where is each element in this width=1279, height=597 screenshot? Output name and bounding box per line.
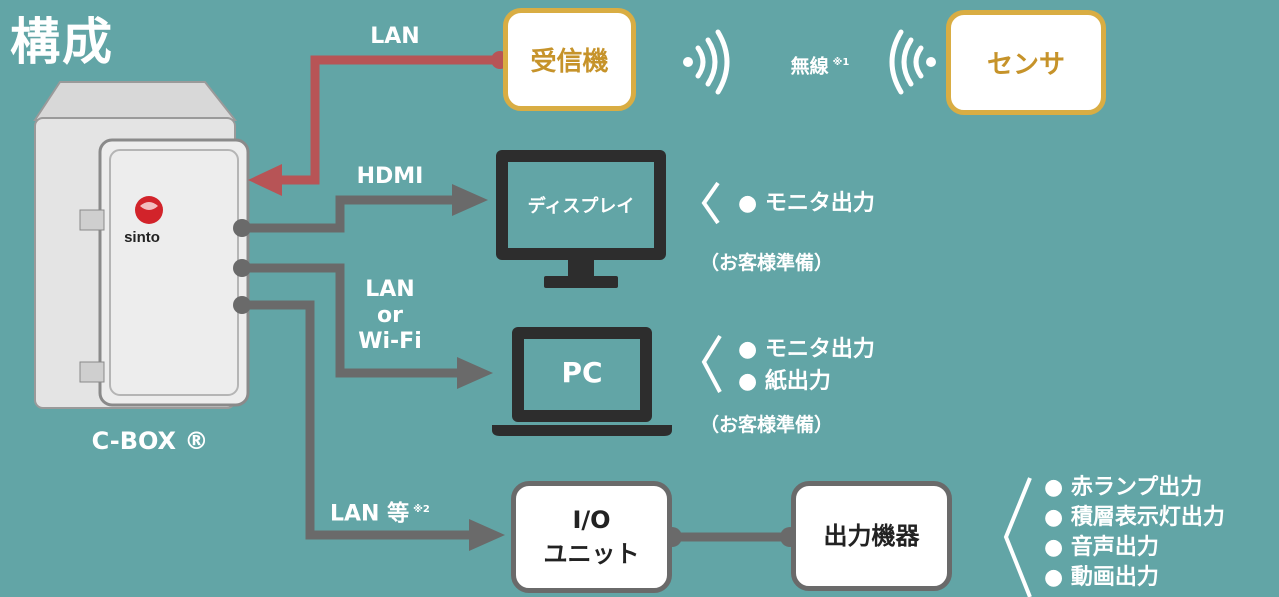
sensor-box: センサ <box>946 10 1106 115</box>
list-item: ● 積層表示灯出力 <box>1044 505 1225 530</box>
pc-output-list: ● モニタ出力 ● 紙出力 <box>738 334 875 398</box>
list-item: ● 動画出力 <box>1044 565 1159 590</box>
lan-wifi-line <box>242 263 460 378</box>
io-unit-line1: I/O <box>572 506 611 534</box>
display-bracket <box>701 181 720 225</box>
list-item: ● モニタ出力 <box>738 191 875 216</box>
pc-label: PC <box>561 356 603 389</box>
pc-bracket <box>701 334 722 393</box>
list-item: ● モニタ出力 <box>738 337 875 362</box>
lan-connection-line <box>278 55 500 185</box>
list-item: ● 音声出力 <box>1044 535 1159 560</box>
lan-arrow-head <box>248 164 282 196</box>
c-box-device <box>33 81 250 409</box>
pc-customer-note: （お客様準備） <box>700 414 834 436</box>
io-unit-box: I/O ユニット <box>511 481 672 593</box>
hdmi-label: HDMI <box>356 164 424 189</box>
lan-etc-line <box>242 300 470 540</box>
sensor-label: センサ <box>986 50 1065 80</box>
wireless-left-icon <box>889 29 936 95</box>
page-title: 構成 <box>10 13 114 71</box>
output-device-box: 出力機器 <box>791 481 952 591</box>
monitor-icon <box>496 150 666 288</box>
c-box-label: C-BOX ® <box>91 427 209 455</box>
display-customer-note: （お客様準備） <box>700 252 834 274</box>
laptop-icon <box>492 327 672 436</box>
list-item: ● 赤ランプ出力 <box>1044 475 1203 500</box>
output-device-list: ● 赤ランプ出力 ● 積層表示灯出力 ● 音声出力 ● 動画出力 <box>1044 473 1225 593</box>
output-device-label: 出力機器 <box>823 522 920 550</box>
hdmi-line <box>242 195 455 233</box>
lan-top-label: LAN <box>370 24 420 49</box>
lan-etc-label: LAN 等※2 <box>330 501 430 527</box>
io-unit-line2: ユニット <box>543 540 640 568</box>
wireless-right-icon <box>683 29 730 95</box>
display-label: ディスプレイ <box>527 196 635 217</box>
receiver-label: 受信機 <box>530 47 609 77</box>
output-bracket <box>1003 477 1032 597</box>
display-output-list: ● モニタ出力 <box>738 188 875 220</box>
sinto-logo-text: sinto <box>124 229 160 246</box>
receiver-box: 受信機 <box>503 8 636 111</box>
list-item: ● 紙出力 <box>738 369 831 394</box>
wireless-label: 無線※1 <box>790 55 850 78</box>
